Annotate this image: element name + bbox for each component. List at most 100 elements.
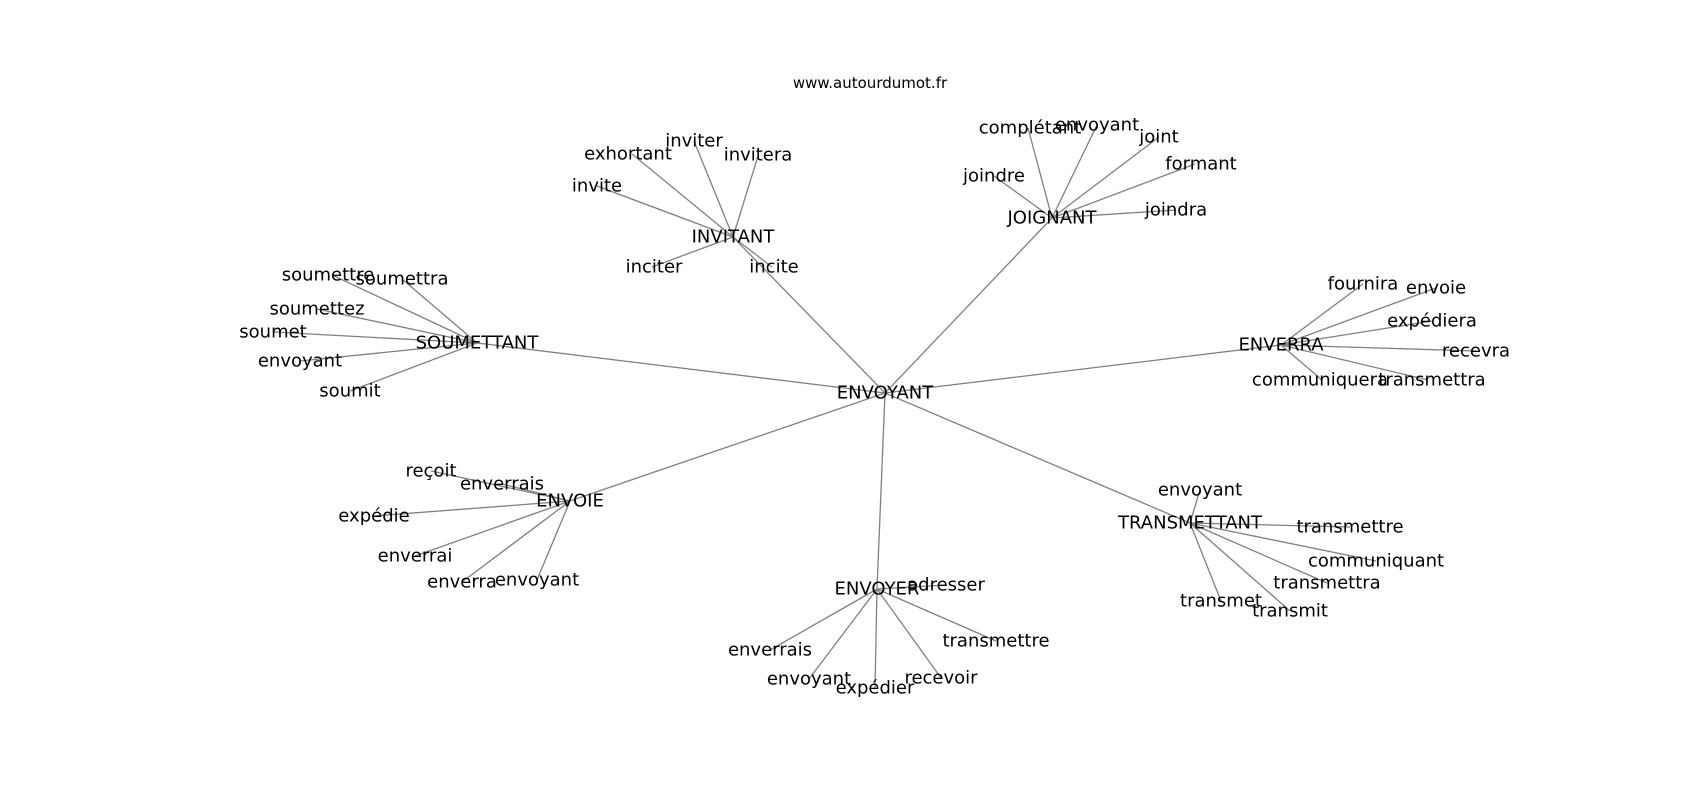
edge-envoie-leaf-4 (461, 500, 571, 583)
edge-soumettant-leaf-1 (401, 278, 478, 344)
edge-center-joignant (884, 217, 1053, 394)
hub-node-enverra[interactable]: ENVERRA (1238, 335, 1324, 356)
edge-envoyer-leaf-0 (876, 584, 947, 590)
hub-node-soumettant[interactable]: SOUMETTANT (416, 333, 540, 354)
leaf-node-soumettant-1[interactable]: soumettra (356, 269, 449, 290)
leaf-node-joignant-5[interactable]: joindra (1144, 200, 1207, 221)
edge-invitant-leaf-0 (693, 140, 734, 238)
site-watermark: www.autourdumot.fr (793, 74, 948, 92)
leaf-node-invitant-1[interactable]: exhortant (584, 144, 672, 165)
edge-envoie-leaf-5 (536, 500, 571, 581)
leaf-node-envoyer-4[interactable]: expédier (836, 678, 915, 699)
leaf-node-envoyer-5[interactable]: recevoir (904, 668, 978, 689)
leaf-node-transmettant-1[interactable]: transmettre (1296, 517, 1403, 538)
leaf-node-transmettant-2[interactable]: communiquant (1308, 551, 1444, 572)
edge-enverra-leaf-3 (1280, 344, 1477, 352)
leaf-node-envoyer-0[interactable]: adresser (907, 575, 985, 596)
leaf-node-joignant-2[interactable]: joint (1138, 127, 1178, 148)
edge-transmettant-leaf-3 (1189, 522, 1328, 584)
edge-invitant-leaf-1 (631, 153, 734, 238)
leaf-node-invitant-3[interactable]: invite (572, 176, 622, 197)
edge-center-soumettant (476, 342, 886, 394)
leaf-node-soumettant-2[interactable]: soumettez (269, 299, 364, 320)
leaf-node-invitant-0[interactable]: inviter (665, 131, 723, 152)
edge-soumettant-leaf-4 (299, 342, 478, 362)
edge-enverra-leaf-4 (1280, 344, 1323, 381)
edge-envoyer-leaf-2 (769, 588, 878, 651)
edge-center-transmettant (884, 392, 1191, 524)
leaf-node-envoie-3[interactable]: enverrai (378, 546, 453, 567)
hub-node-transmettant[interactable]: TRANSMETTANT (1117, 513, 1263, 534)
leaf-node-envoyer-2[interactable]: enverrais (728, 640, 812, 661)
leaf-node-transmettant-0[interactable]: envoyant (1158, 480, 1242, 501)
leaf-node-enverra-4[interactable]: communiquera (1252, 370, 1388, 391)
edge-enverra-leaf-1 (1280, 287, 1437, 346)
edge-transmettant-leaf-4 (1189, 522, 1222, 602)
edge-joignant-leaf-1 (1051, 124, 1098, 219)
edge-center-envoyer (876, 392, 886, 590)
leaf-node-joignant-4[interactable]: joindre (962, 166, 1025, 187)
hub-node-invitant[interactable]: INVITANT (692, 227, 776, 248)
leaf-node-envoie-5[interactable]: envoyant (495, 570, 579, 591)
edge-soumettant-leaf-3 (272, 331, 478, 344)
edge-enverra-leaf-5 (1280, 344, 1429, 381)
leaf-node-soumettant-3[interactable]: soumet (239, 322, 306, 343)
edge-center-enverra (884, 344, 1282, 394)
edge-transmettant-leaf-0 (1189, 489, 1201, 524)
edge-enverra-leaf-0 (1280, 283, 1364, 346)
edge-transmettant-leaf-1 (1189, 522, 1351, 528)
edge-invitant-leaf-3 (596, 185, 734, 238)
leaf-node-envoie-0[interactable]: reçoit (405, 461, 456, 482)
edge-invitant-leaf-4 (651, 236, 734, 268)
edge-joignant-leaf-2 (1051, 136, 1160, 219)
leaf-node-envoyer-3[interactable]: envoyant (767, 669, 851, 690)
center-node[interactable]: ENVOYANT (837, 383, 934, 404)
edge-envoie-leaf-1 (501, 483, 571, 502)
edge-transmettant-leaf-5 (1189, 522, 1291, 612)
leaf-node-envoie-4[interactable]: enverra (427, 572, 497, 593)
edge-enverra-leaf-2 (1280, 320, 1433, 346)
edge-envoyer-leaf-4 (874, 588, 878, 689)
edge-envoyer-leaf-3 (808, 588, 878, 680)
leaf-node-soumettant-5[interactable]: soumit (319, 381, 380, 402)
edge-center-invitant (732, 236, 886, 394)
leaf-node-enverra-2[interactable]: expédiera (1387, 311, 1477, 332)
hub-node-envoie[interactable]: ENVOIE (536, 491, 604, 512)
leaf-node-transmettant-4[interactable]: transmet (1180, 591, 1262, 612)
edge-joignant-leaf-5 (1051, 209, 1177, 219)
leaf-node-invitant-2[interactable]: invitera (724, 145, 793, 166)
leaf-node-envoie-1[interactable]: enverrais (460, 474, 544, 495)
leaf-node-joignant-0[interactable]: complétant (979, 118, 1082, 139)
leaf-node-envoyer-1[interactable]: transmettre (942, 631, 1049, 652)
leaf-node-enverra-0[interactable]: fournira (1328, 274, 1399, 295)
leaf-node-soumettant-0[interactable]: soumettre (282, 265, 375, 286)
leaf-node-transmettant-3[interactable]: transmettra (1273, 573, 1380, 594)
leaf-node-invitant-5[interactable]: incite (749, 257, 798, 278)
leaf-node-soumettant-4[interactable]: envoyant (258, 351, 342, 372)
leaf-node-transmettant-5[interactable]: transmit (1252, 601, 1328, 622)
edge-joignant-leaf-0 (1027, 127, 1053, 219)
edge-center-envoie (569, 392, 886, 502)
leaf-node-enverra-5[interactable]: transmettra (1378, 370, 1485, 391)
leaf-node-enverra-3[interactable]: recevra (1442, 341, 1510, 362)
hub-node-envoyer[interactable]: ENVOYER (835, 579, 920, 600)
edge-envoie-leaf-0 (430, 470, 571, 502)
edge-soumettant-leaf-2 (316, 308, 478, 344)
leaf-node-joignant-3[interactable]: formant (1165, 154, 1236, 175)
edge-soumettant-leaf-5 (349, 342, 478, 392)
edge-joignant-leaf-3 (1051, 163, 1196, 219)
edge-soumettant-leaf-0 (331, 274, 478, 344)
edge-envoyer-leaf-5 (876, 588, 942, 679)
leaf-node-invitant-4[interactable]: inciter (626, 257, 683, 278)
hub-node-joignant[interactable]: JOIGNANT (1007, 208, 1098, 229)
edge-joignant-leaf-4 (993, 175, 1053, 219)
leaf-node-joignant-1[interactable]: envoyant (1055, 115, 1139, 136)
edge-invitant-leaf-5 (732, 236, 773, 268)
edges-layer (272, 124, 1477, 689)
leaf-node-envoie-2[interactable]: expédie (338, 506, 409, 527)
leaf-node-enverra-1[interactable]: envoie (1406, 278, 1466, 299)
edge-envoie-leaf-2 (373, 500, 571, 517)
